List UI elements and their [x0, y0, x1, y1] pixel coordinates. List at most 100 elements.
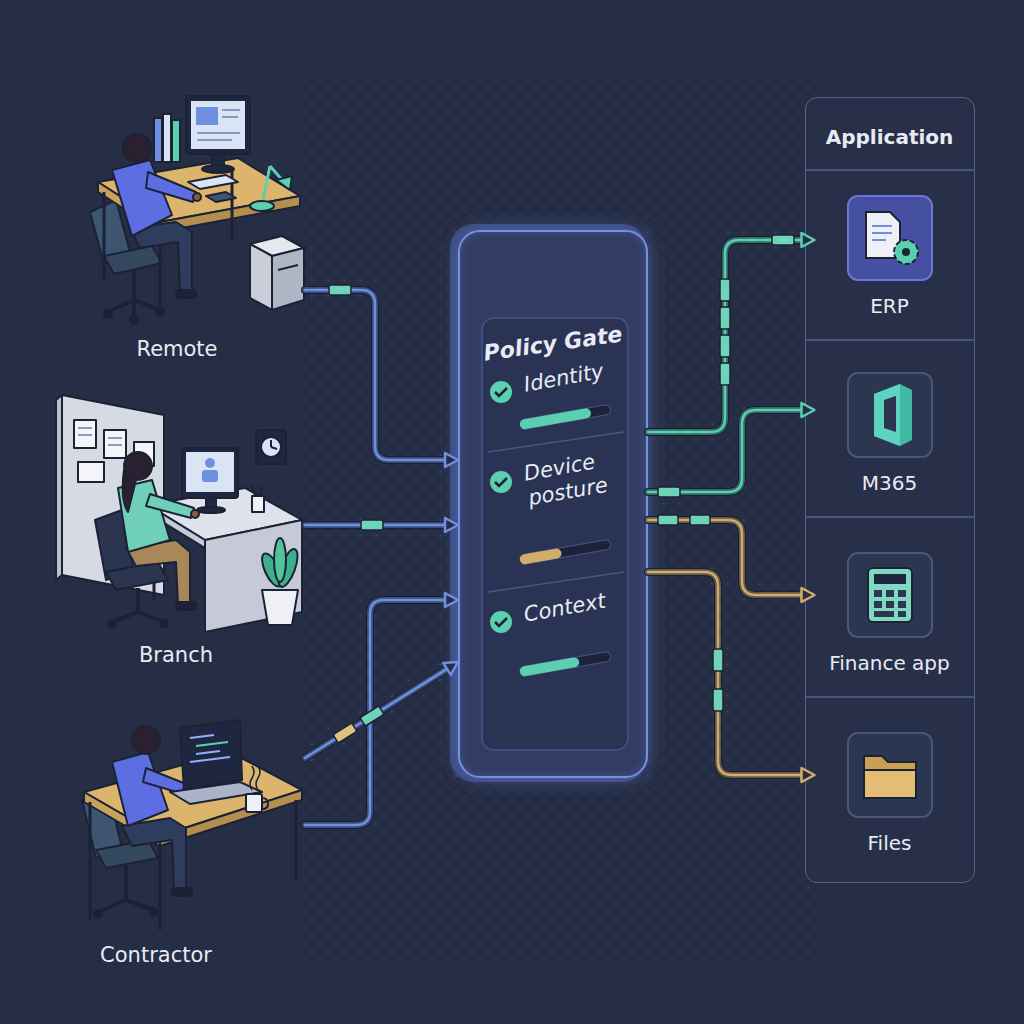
contractor-workstation-part — [89, 802, 92, 920]
arrow-head — [802, 588, 815, 602]
remote-workstation-part — [197, 139, 232, 141]
connector — [305, 662, 458, 758]
remote-workstation-part — [154, 118, 162, 162]
check-label: Context — [522, 586, 625, 628]
remote-workstation-part — [191, 101, 245, 149]
arrow-head — [445, 453, 458, 467]
connector-line — [305, 524, 447, 527]
branch-workstation-part — [274, 538, 286, 582]
branch-workstation-part — [256, 430, 286, 464]
data-packet-part — [333, 723, 357, 743]
actor-label: Remote — [127, 336, 227, 362]
m365-icon-part — [884, 396, 896, 432]
branch-workstation-part — [74, 420, 96, 448]
contractor-workstation-part — [262, 798, 268, 809]
gate-title: Policy Gate — [469, 319, 637, 370]
erp-icon-part — [872, 232, 892, 234]
actor-label: Contractor — [86, 942, 226, 968]
erp-icon-part — [894, 240, 918, 264]
data-packet-part — [360, 706, 384, 726]
app-node: Files — [815, 730, 965, 865]
connector-glow — [648, 520, 804, 595]
branch-workstation-part — [78, 434, 92, 436]
erp-icon-part — [866, 212, 900, 258]
panel-separator-part — [806, 339, 974, 341]
contractor-workstation-part — [126, 900, 154, 910]
contractor-workstation-part — [180, 720, 242, 790]
contractor-workstation-part — [94, 910, 102, 918]
connector — [305, 518, 458, 532]
contractor-workstation-part — [295, 800, 298, 880]
erp-icon-part — [902, 248, 910, 256]
data-packet-part — [329, 285, 351, 295]
data-packet-part — [690, 515, 710, 525]
connector-glow — [305, 668, 449, 758]
check-icon-part — [495, 388, 507, 396]
gate-separator-part — [488, 572, 624, 592]
connector-line — [305, 668, 449, 758]
progress-bar-part — [519, 539, 611, 565]
connector-line — [648, 240, 804, 432]
connector-glow — [648, 410, 804, 492]
contractor-workstation-part — [159, 846, 162, 930]
branch-workstation-part — [108, 444, 122, 446]
connector — [648, 233, 815, 432]
connector-casing — [648, 572, 804, 775]
app-label: M365 — [815, 470, 965, 496]
files-icon — [848, 733, 932, 817]
remote-workstation-part — [206, 192, 236, 202]
connector-line — [648, 410, 804, 492]
app-label: Files — [815, 830, 965, 856]
app-node: M365 — [815, 370, 965, 505]
progress-bar-part-part — [519, 404, 611, 430]
connector-glow — [305, 600, 447, 825]
gate-body — [450, 224, 648, 782]
branch-workstation-part — [186, 452, 234, 492]
check-icon-part — [495, 618, 507, 626]
contractor-workstation-part — [190, 735, 214, 738]
branch-workstation-part — [78, 462, 104, 482]
policy-gate: Policy GateIdentityDevice postureContext — [458, 230, 648, 778]
app-panel: ApplicationERPM365Finance appFiles — [805, 97, 975, 883]
progress-bar-part-part — [519, 548, 562, 565]
check-label: Identity — [522, 356, 625, 398]
branch-workstation-part — [108, 437, 122, 439]
branch-workstation-part — [197, 507, 225, 513]
branch-workstation-part — [123, 470, 136, 512]
remote-workstation-part — [250, 201, 274, 211]
remote-workstation-part — [278, 265, 298, 270]
remote-workstation-part — [196, 107, 218, 125]
check-row: Context — [486, 595, 624, 695]
panel-heading: Application — [806, 124, 973, 150]
remote-workstation-part — [222, 109, 240, 111]
remote-workstation — [90, 96, 304, 324]
connector — [305, 593, 458, 825]
contractor-workstation-part — [172, 888, 192, 896]
remote-workstation-part — [202, 165, 234, 173]
connector-line — [305, 600, 447, 825]
connector-casing — [648, 520, 804, 595]
remote-workstation-part — [193, 193, 201, 201]
progress-bar-part-part — [519, 539, 611, 565]
remote-workstation-part — [130, 316, 138, 324]
app-node: Finance app — [815, 550, 965, 685]
connector-casing — [305, 521, 447, 529]
data-packet-part — [720, 363, 730, 385]
actor-node: Remote — [85, 88, 305, 363]
connector-casing — [305, 668, 449, 758]
gate-body-part — [458, 230, 648, 778]
check-icon-part — [490, 611, 512, 633]
data-packet-part — [772, 235, 794, 245]
files-icon-part — [848, 733, 932, 817]
remote-workstation-part — [250, 244, 272, 310]
branch-workstation-part — [205, 520, 302, 632]
gate-body-part — [482, 318, 628, 750]
contractor-workstation-part — [98, 900, 126, 912]
remote-workstation-part — [262, 166, 270, 204]
progress-bar-part — [519, 651, 611, 677]
data-packet-part — [720, 279, 730, 301]
branch-workstation-part — [270, 440, 272, 447]
branch-workstation-part — [160, 620, 168, 628]
